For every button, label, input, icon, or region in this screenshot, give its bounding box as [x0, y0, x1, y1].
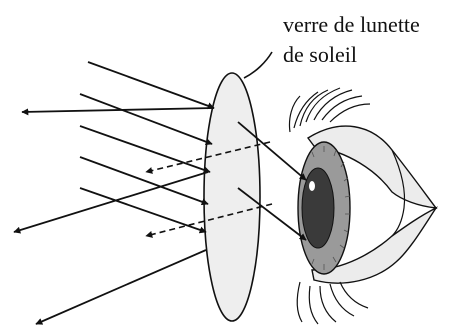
upper-eyelashes: [289, 88, 370, 132]
incident-ray-2: [80, 94, 212, 144]
sunglass-lens: [204, 73, 260, 321]
label-leader-line: [244, 52, 272, 78]
incident-ray-1: [88, 62, 214, 108]
incident-rays: [80, 62, 214, 232]
reflected-rays: [14, 108, 214, 324]
reflected-ray-3: [36, 250, 206, 324]
pupil-highlight: [309, 181, 315, 191]
eye: [289, 88, 436, 324]
lower-eyelashes: [297, 282, 368, 324]
label-line-1: verre de lunette: [283, 12, 420, 37]
pupil: [302, 168, 334, 248]
label-line-2: de soleil: [283, 42, 357, 67]
incident-ray-5: [80, 188, 206, 232]
